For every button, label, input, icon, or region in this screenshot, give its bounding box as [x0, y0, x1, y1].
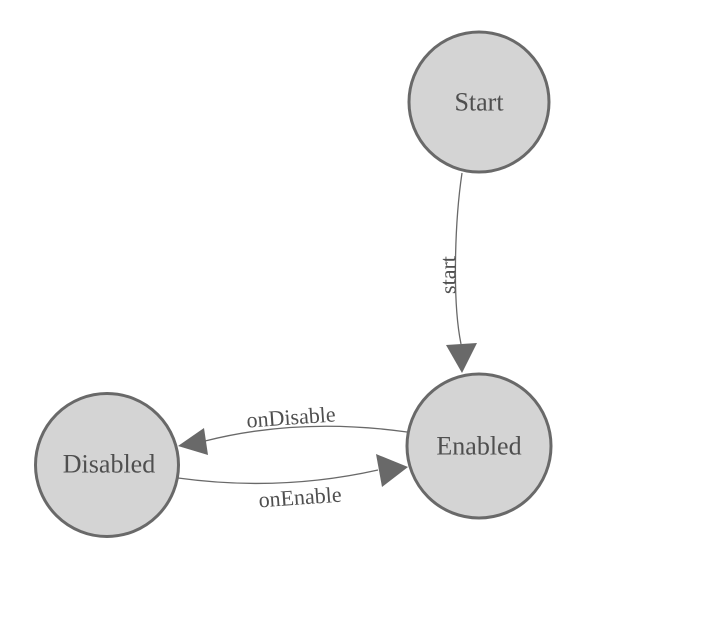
edge-label-ondisable: onDisable [246, 401, 337, 432]
state-circle-start [407, 30, 551, 174]
state-node-enabled: Enabled [405, 372, 553, 520]
state-node-start: Start [407, 30, 551, 174]
edge-enabled-to-disabled: onDisable [178, 401, 408, 455]
state-label-start: Start [454, 88, 504, 117]
state-label-enabled: Enabled [436, 432, 521, 461]
arrowhead-right-icon [376, 454, 408, 487]
edge-label-onenable: onEnable [258, 482, 343, 513]
edge-line-start [454, 172, 463, 345]
edge-disabled-to-enabled: onEnable [177, 454, 408, 513]
state-node-disabled: Disabled [34, 392, 180, 538]
state-circle-disabled [34, 392, 180, 538]
edge-label-start: start [436, 256, 461, 294]
edge-start-to-enabled: start [436, 172, 477, 373]
edge-line-ondisable [204, 425, 408, 442]
state-label-disabled: Disabled [63, 450, 155, 479]
arrowhead-left-icon [178, 428, 208, 455]
edge-line-onenable [177, 469, 379, 485]
arrowhead-down-icon [446, 343, 477, 373]
state-circle-enabled [405, 372, 553, 520]
